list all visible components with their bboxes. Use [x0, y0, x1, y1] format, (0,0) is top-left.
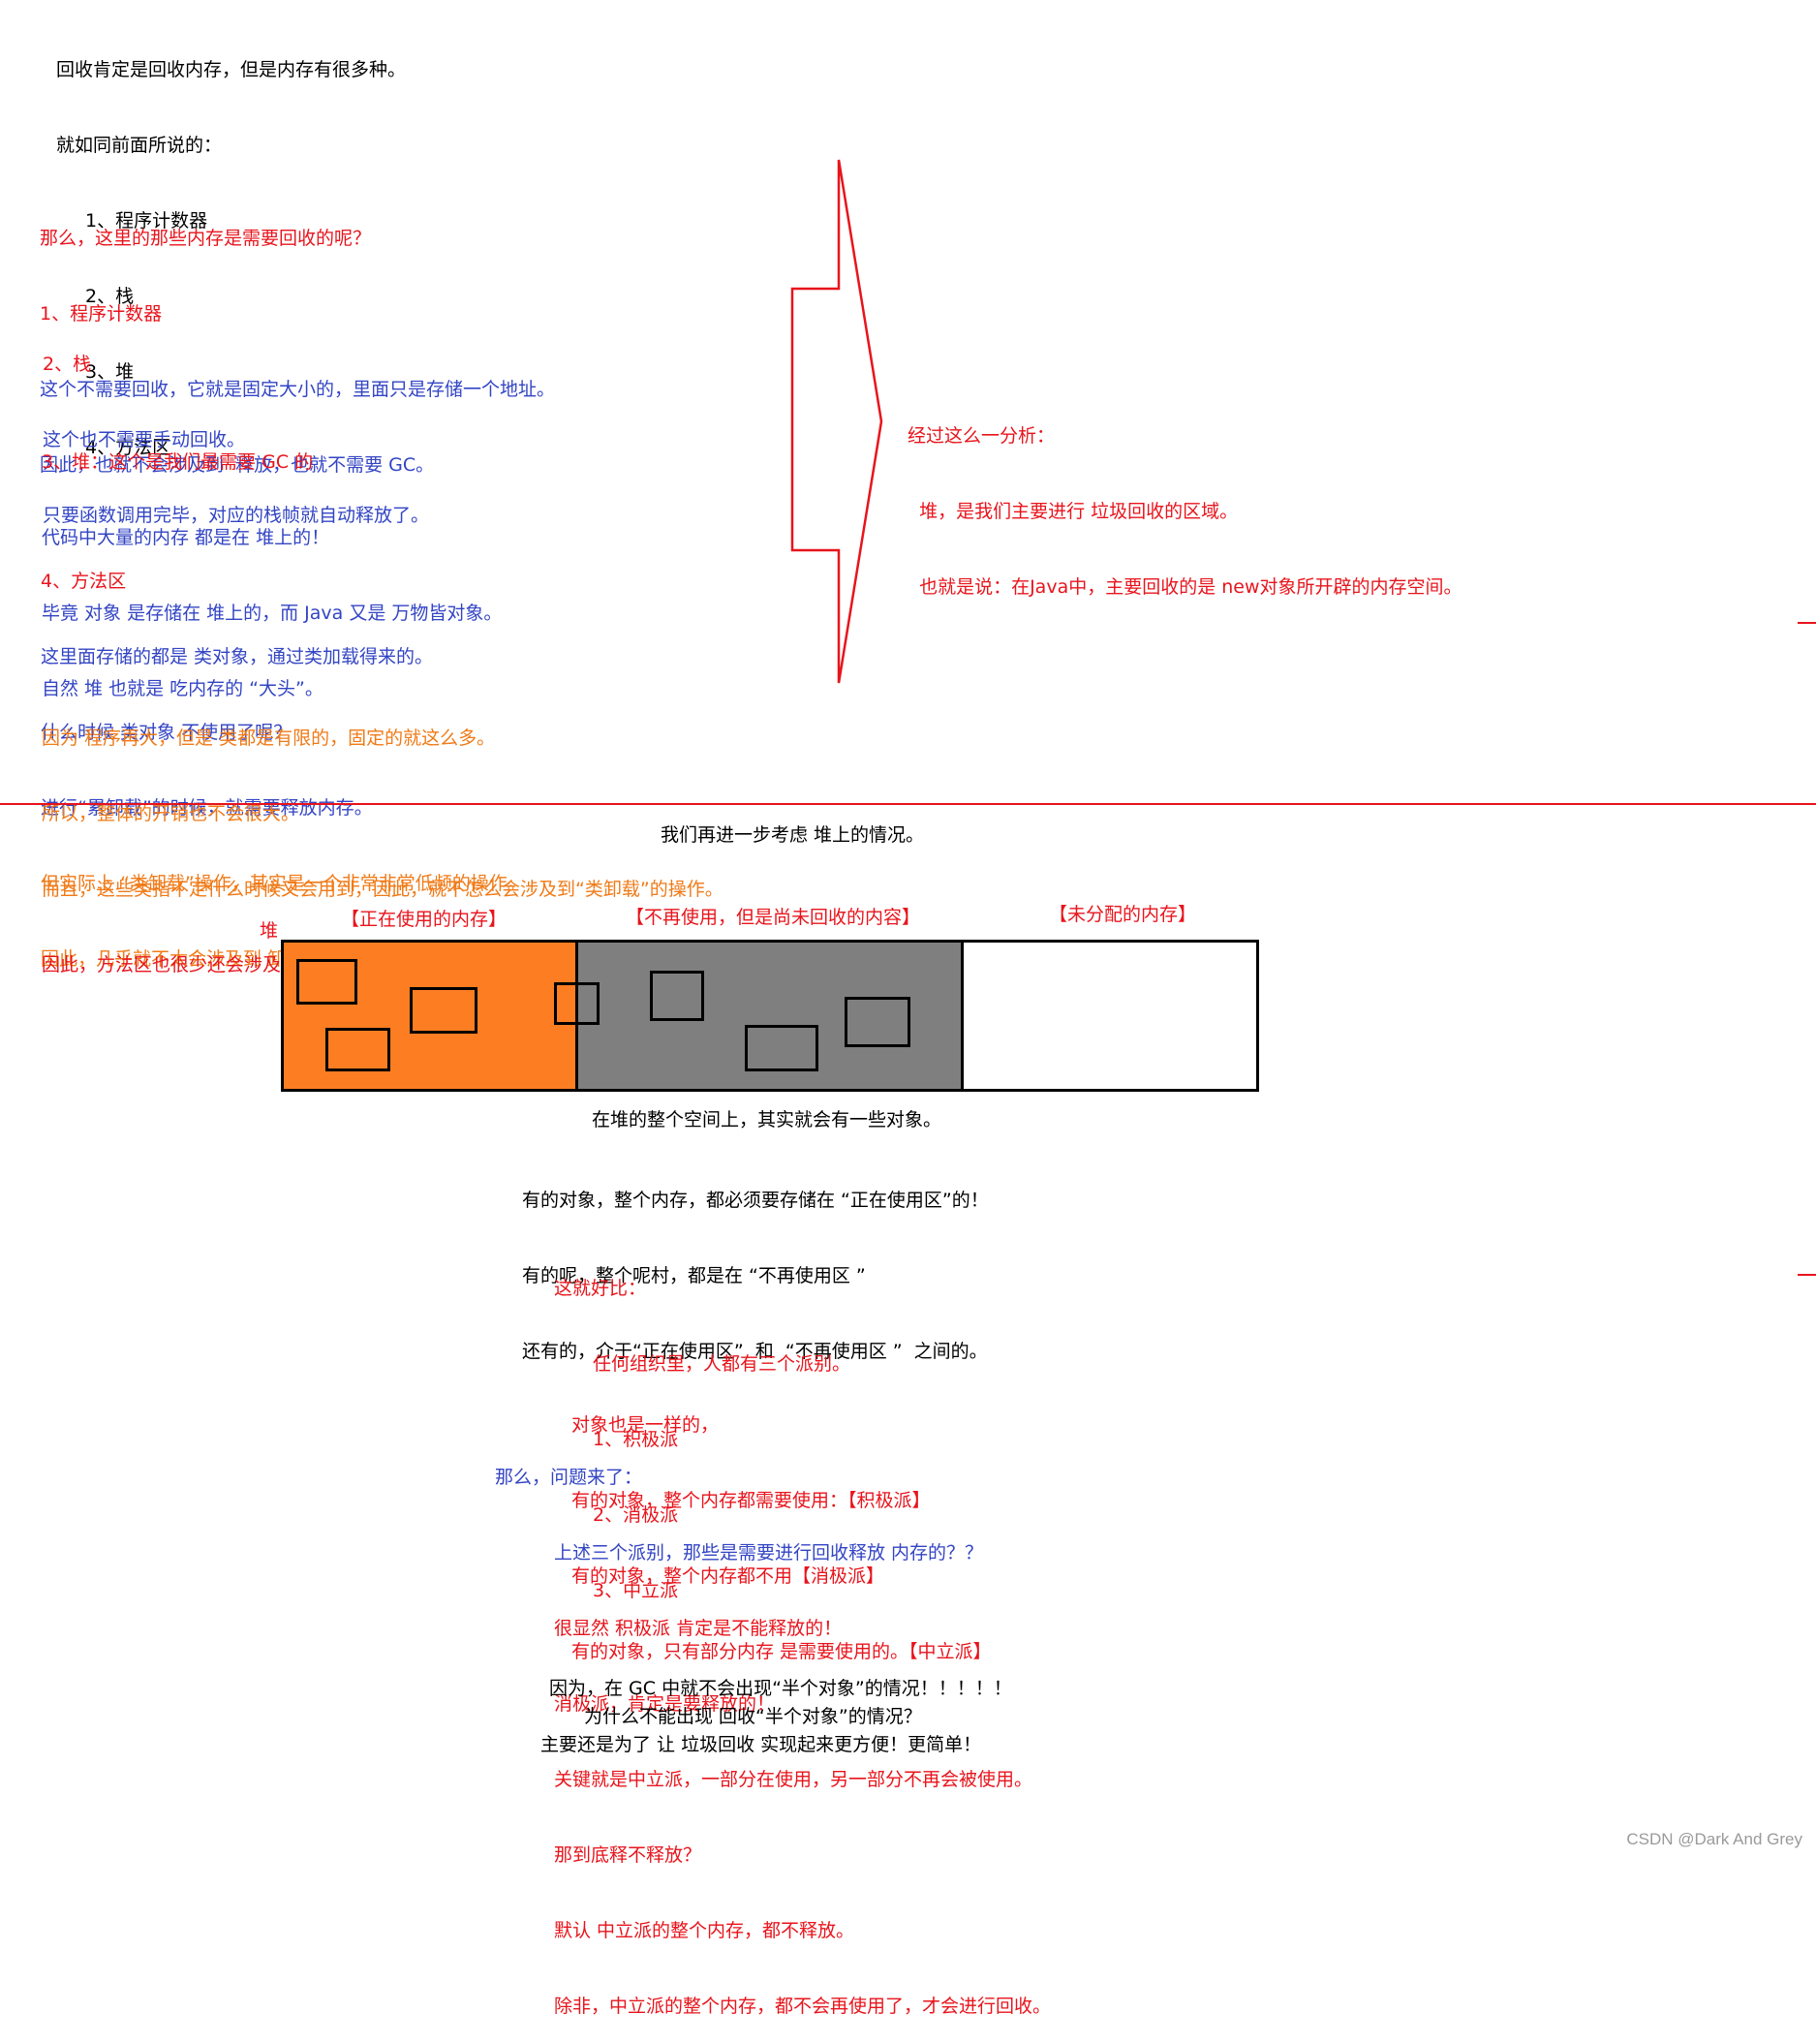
section-line: 这里面存储的都是 类对象，通过类加载得来的。 [41, 646, 434, 667]
answer-line: 消极派，肯定是要释放的！ [554, 1693, 776, 1715]
watermark: CSDN @Dark And Grey [1626, 1830, 1802, 1848]
section-line: 所以，整体的开销也不会很大。 [42, 803, 300, 824]
objects-line: 有的对象，整个内存都需要使用：【积极派】 [571, 1490, 931, 1511]
heap-object [845, 997, 910, 1047]
analysis-line: 堆，是我们主要进行 垃圾回收的区域。 [908, 501, 1239, 522]
intro-item: 2、栈 [85, 286, 135, 307]
analogy-title: 这就好比： [554, 1278, 647, 1299]
answer-line: 那到底释不释放？ [554, 1844, 702, 1866]
intro-item: 3、堆 [85, 361, 135, 383]
segment-label-free: 【未分配的内存】 [1049, 904, 1197, 925]
edge-mark [1798, 622, 1816, 624]
description-line: 还有的，介于“正在使用区” 和 “不再使用区 ” 之间的。 [522, 1341, 988, 1362]
edge-mark [1798, 1274, 1816, 1276]
section-method-area: 4、方法区 这里面存储的都是 类对象，通过类加载得来的。 什么时候 类对象 不使… [41, 518, 526, 997]
section-line: 因为 程序再大，但是 类都是有限的，固定的就这么多。 [42, 728, 496, 749]
heap-object-straddling [554, 982, 600, 1025]
section-title: 3、堆：这个是我们最需要 GC 的 [42, 451, 314, 473]
analogy-line: 3、中立派 [593, 1580, 679, 1601]
conclusion-line: 因为，在 GC 中就不会出现“半个对象”的情况！！！！！ [549, 1678, 1012, 1699]
heap-object [410, 987, 477, 1034]
description-line: 有的对象，整个内存，都必须要存储在 “正在使用区”的！ [522, 1190, 989, 1211]
heap-segment-unused [575, 940, 964, 1092]
intro-line: 回收肯定是回收内存，但是内存有很多种。 [56, 59, 407, 80]
objects-block: 对象也是一样的， 有的对象，整个内存都需要使用：【积极派】 有的对象，整个内存都… [571, 1362, 992, 1689]
description-line: 有的呢，整个呢村，都是在 “不再使用区 ” [522, 1265, 866, 1286]
intro-item: 4、方法区 [85, 437, 171, 458]
section-title: 2、栈 [43, 354, 92, 375]
step-title: 我们再进一步考虑 堆上的情况。 [661, 824, 925, 846]
objects-line: 有的对象，整个内存都不用【消极派】 [571, 1565, 885, 1587]
answer-line: 除非，中立派的整个内存，都不会再使用了，才会进行回收。 [554, 1996, 1052, 2017]
conclusion-line: 主要还是为了 让 垃圾回收 实现起来更方便！更简单！ [540, 1734, 982, 1755]
section-line: 只要函数调用完毕，对应的栈帧就自动释放了。 [43, 505, 430, 526]
intro-item: 1、程序计数器 [85, 210, 208, 232]
section-line: 但实际上 “类卸载”操作，其实是一个非常非常低频的操作。 [41, 873, 526, 894]
main-question: 那么，这里的那些内存是需要回收的呢？ [40, 228, 372, 249]
answer-line: 默认 中立派的整个内存，都不释放。 [554, 1920, 855, 1941]
section-heap: 3、堆：这个是我们最需要 GC 的 代码中大量的内存 都是在 堆上的！ 毕竟 对… [42, 399, 502, 727]
objects-line: 有的对象，只有部分内存 是需要使用的。【中立派】 [571, 1641, 992, 1662]
section-line: 而且，这些类指不定什么时候又会用到，因此，就不怎么会涉及到“类卸载”的操作。 [42, 879, 723, 900]
section-title: 1、程序计数器 [40, 303, 163, 325]
heap-object [296, 959, 357, 1005]
section-program-counter: 那么，这里的那些内存是需要回收的呢？ 1、程序计数器 这个不需要回收，它就是固定… [40, 175, 555, 503]
analogy-line: 任何组织里，人都有三个派别。 [593, 1353, 851, 1375]
heap-object [745, 1025, 818, 1071]
section-title: 4、方法区 [41, 571, 127, 592]
heap-segment-free [961, 940, 1259, 1092]
heap-description: 有的对象，整个内存，都必须要存储在 “正在使用区”的！ 有的呢，整个呢村，都是在… [522, 1137, 989, 1389]
right-arrow-icon [790, 159, 883, 684]
answer-line: 很显然 积极派 肯定是不能释放的！ [554, 1618, 843, 1639]
answer-line: 关键就是中立派，一部分在使用，另一部分不再会被使用。 [554, 1769, 1033, 1790]
analogy-line: 2、消极派 [593, 1504, 679, 1526]
analogy-block: 这就好比： 任何组织里，人都有三个派别。 1、积极派 2、消极派 3、中立派 [554, 1225, 850, 1628]
heap-object [325, 1028, 390, 1071]
analysis-line: 也就是说：在Java中，主要回收的是 new对象所开辟的内存空间。 [908, 576, 1462, 598]
section-line: 进行“累卸载”的时候，就需要释放内存。 [41, 797, 373, 819]
conclusion-line: 为什么不能出现 回收“半个对象”的情况？ [584, 1706, 922, 1727]
section-line: 代码中大量的内存 都是在 堆上的！ [42, 527, 330, 548]
analysis-line: 经过这么一分析： [908, 425, 1056, 447]
section-line: 因此，也就不会涉及到 释放，也就不需要 GC。 [40, 454, 435, 476]
section-line: 毕竟 对象 是存储在 堆上的，而 Java 又是 万物皆对象。 [42, 603, 503, 624]
heap-label: 堆 [260, 920, 279, 942]
section-line: 这个也不需要手动回收。 [43, 429, 246, 450]
question-block: 上述三个派别，那些是需要进行回收释放 内存的？？ 很显然 积极派 肯定是不能释放… [554, 1490, 1051, 2044]
section-line: 自然 堆 也就是 吃内存的 “大头”。 [42, 678, 323, 699]
objects-line: 对象也是一样的， [571, 1414, 720, 1436]
intro-block: 回收肯定是回收内存，但是内存有很多种。 就如同前面所说的： 1、程序计数器 2、… [56, 7, 406, 485]
heap-description-first: 在堆的整个空间上，其实就会有一些对象。 [592, 1109, 942, 1130]
section-stack: 2、栈 这个也不需要手动回收。 只要函数调用完毕，对应的栈帧就自动释放了。 [43, 301, 429, 553]
heap-segment-in-use [281, 940, 578, 1092]
analysis-block: 经过这么一分析： 堆，是我们主要进行 垃圾回收的区域。 也就是说：在Java中，… [908, 373, 1462, 625]
heap-object [650, 971, 704, 1021]
segment-label-unused: 【不再使用，但是尚未回收的内容】 [626, 907, 921, 928]
intro-line: 就如同前面所说的： [56, 135, 223, 156]
analogy-line: 1、积极派 [593, 1429, 679, 1450]
section-divider [0, 803, 1816, 805]
question-title: 那么，问题来了： [495, 1467, 643, 1488]
segment-label-in-use: 【正在使用的内存】 [341, 909, 508, 930]
section-line: 什么时候 类对象 不使用了呢？ [41, 722, 292, 743]
section-line: 这个不需要回收，它就是固定大小的，里面只是存储一个地址。 [40, 379, 556, 400]
question-line: 上述三个派别，那些是需要进行回收释放 内存的？？ [554, 1542, 984, 1564]
